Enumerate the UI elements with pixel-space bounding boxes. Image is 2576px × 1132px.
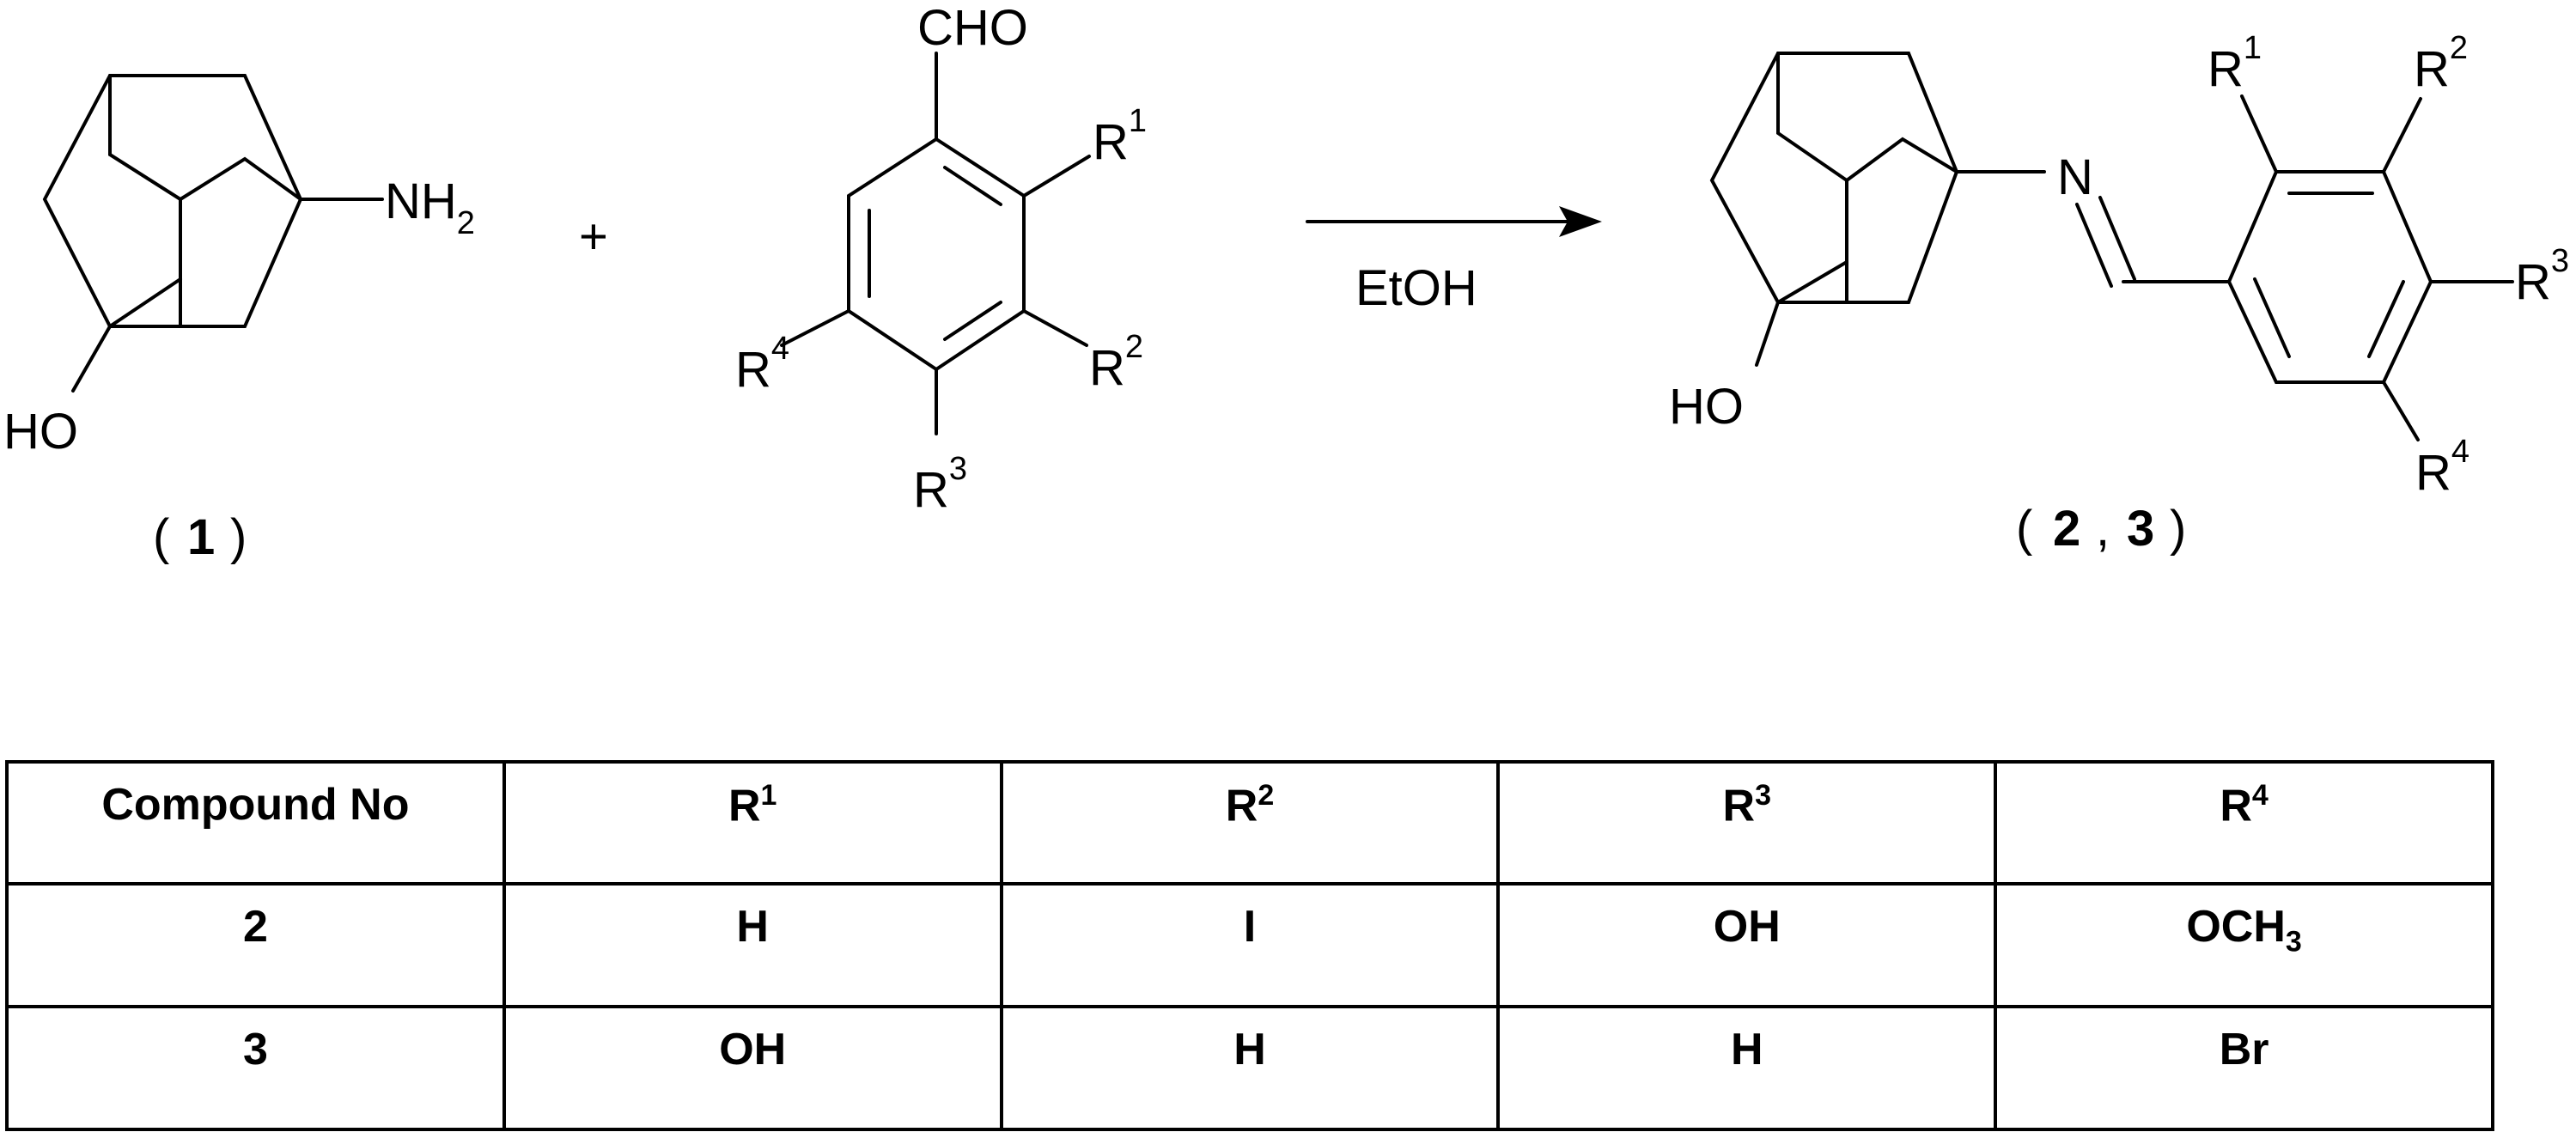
imine-n-label: N <box>2057 149 2093 205</box>
amine-label: NH2 <box>385 173 475 241</box>
plus-sign: + <box>579 209 608 265</box>
svg-text:2: 2 <box>2053 501 2080 557</box>
svg-text:,: , <box>2096 501 2110 557</box>
benzaldehyde-structure <box>780 52 1091 435</box>
cell-r4: OCH3 <box>1994 882 2494 1008</box>
cell-r3: H <box>1496 1005 1998 1131</box>
reactant-r2-label: R2 <box>1089 329 1143 396</box>
reactant-r1-label: R1 <box>1093 103 1147 170</box>
table-row: 2 H I OH OCH3 <box>5 882 2494 1008</box>
svg-text:(: ( <box>153 509 169 565</box>
product-r2-label: R2 <box>2414 30 2468 97</box>
reaction-scheme: NH2 HO ( 1 ) + CHO R1 R2 R3 R4 EtOH <box>3 0 2569 565</box>
product-r1-label: R1 <box>2208 30 2262 97</box>
cell-compound: 3 <box>5 1005 506 1131</box>
cell-compound: 2 <box>5 882 506 1008</box>
header-r4: R4 <box>1994 760 2494 886</box>
header-compound-no: Compound No <box>5 760 506 886</box>
table-header-row: Compound No R1 R2 R3 R4 <box>5 760 2494 886</box>
svg-text:(: ( <box>2016 501 2032 557</box>
hydroxyl-label: HO <box>3 404 78 459</box>
reaction-arrow <box>1306 206 1602 237</box>
table-row: 3 OH H H Br <box>5 1005 2494 1131</box>
reactant-r4-label: R4 <box>735 331 789 398</box>
svg-text:): ) <box>2170 501 2186 557</box>
svg-text:3: 3 <box>2127 501 2154 557</box>
cell-r4: Br <box>1994 1005 2494 1131</box>
header-r3: R3 <box>1496 760 1998 886</box>
product-r4-label: R4 <box>2415 434 2469 501</box>
compound-2-3-label: ( 2 , 3 ) <box>2016 501 2186 557</box>
substituent-table: Compound No R1 R2 R3 R4 2 H I OH OCH3 3 … <box>5 760 2494 1131</box>
product-r3-label: R3 <box>2515 243 2569 310</box>
cell-r1: OH <box>502 1005 1003 1131</box>
reactant-r3-label: R3 <box>913 451 967 518</box>
solvent-label: EtOH <box>1355 260 1477 316</box>
cell-r2: H <box>999 1005 1501 1131</box>
svg-text:1: 1 <box>187 509 215 565</box>
svg-text:): ) <box>230 509 247 565</box>
cell-r3: OH <box>1496 882 1998 1008</box>
cell-r2: I <box>999 882 1501 1008</box>
aldehyde-label: CHO <box>917 0 1028 56</box>
adamantane-amine-structure <box>42 74 384 393</box>
cell-r1: H <box>502 882 1003 1008</box>
header-r1: R1 <box>502 760 1003 886</box>
header-r2: R2 <box>999 760 1501 886</box>
product-hydroxyl-label: HO <box>1669 379 1744 435</box>
product-structure <box>1709 52 2514 441</box>
compound-1-label: ( 1 ) <box>153 509 247 565</box>
